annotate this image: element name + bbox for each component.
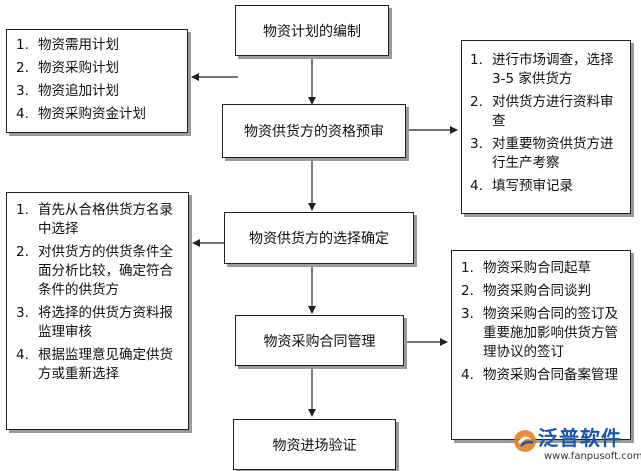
list-item: 1.首先从合格供货方名录中选择	[16, 202, 173, 237]
prequalification-steps-list: 1.进行市场调查，选择 3-5 家供货方 2.对供货方进行资料审查 3.对重要物…	[470, 51, 624, 196]
list-item: 1.物资需用计划	[16, 37, 119, 53]
flow-step-supplier-selection: 物资供货方的选择确定	[224, 212, 414, 264]
list-item: 2.对供货方进行资料审查	[470, 94, 614, 129]
watermark-logo: 泛普软件 www.fanpusoft.com	[508, 422, 641, 471]
list-item: 2.物资采购计划	[16, 60, 119, 76]
list-item: 2.物资采购合同谈判	[461, 283, 591, 299]
flow-step-label: 物资进场验证	[272, 437, 357, 454]
list-item: 3.物资采购合同的签订及重要施加影响供货方管理协议的签订	[461, 306, 618, 360]
logo-icon	[514, 430, 536, 452]
prequalification-steps-box: 1.进行市场调查，选择 3-5 家供货方 2.对供货方进行资料审查 3.对重要物…	[461, 40, 631, 214]
list-item: 3.将选择的供货方资料报监理审核	[16, 305, 173, 340]
flow-step-plan-compilation: 物资计划的编制	[235, 5, 389, 56]
selection-steps-box: 1.首先从合格供货方名录中选择 2.对供货方的供货条件全面分析比较，确定符合条件…	[6, 192, 189, 430]
list-item: 4.物资采购资金计划	[16, 106, 146, 122]
flow-step-contract-management: 物资采购合同管理	[235, 315, 404, 366]
flow-step-site-verification: 物资进场验证	[233, 419, 396, 470]
selection-steps-list: 1.首先从合格供货方名录中选择 2.对供货方的供货条件全面分析比较，确定符合条件…	[16, 201, 180, 384]
list-item: 4.填写预审记录	[470, 178, 573, 194]
flow-step-label: 物资供货方的资格预审	[244, 124, 384, 140]
flow-step-label: 物资供货方的选择确定	[249, 231, 389, 247]
flow-step-label: 物资采购合同管理	[263, 333, 376, 350]
list-item: 3.对重要物资供货方进行生产考察	[470, 136, 614, 171]
contract-steps-list: 1.物资采购合同起草 2.物资采购合同谈判 3.物资采购合同的签订及重要施加影响…	[461, 259, 622, 385]
list-item: 1.进行市场调查，选择 3-5 家供货方	[470, 52, 614, 87]
list-item: 1.物资采购合同起草	[461, 260, 591, 276]
watermark-brand: 泛普软件	[538, 426, 622, 450]
flow-step-supplier-prequalification: 物资供货方的资格预审	[222, 104, 406, 158]
plan-types-list-box: 1.物资需用计划 2.物资采购计划 3.物资追加计划 4.物资采购资金计划	[6, 29, 188, 133]
contract-steps-box: 1.物资采购合同起草 2.物资采购合同谈判 3.物资采购合同的签订及重要施加影响…	[451, 250, 631, 440]
list-item: 4.根据监理意见确定供货方或重新选择	[16, 347, 173, 382]
list-item: 3.物资追加计划	[16, 83, 119, 99]
watermark-url: www.fanpusoft.com	[544, 451, 641, 462]
list-item: 4.物资采购合同备案管理	[461, 367, 618, 383]
list-item: 2.对供货方的供货条件全面分析比较，确定符合条件的供货方	[16, 244, 173, 298]
plan-types-list: 1.物资需用计划 2.物资采购计划 3.物资追加计划 4.物资采购资金计划	[16, 36, 179, 124]
flow-step-label: 物资计划的编制	[263, 23, 361, 40]
